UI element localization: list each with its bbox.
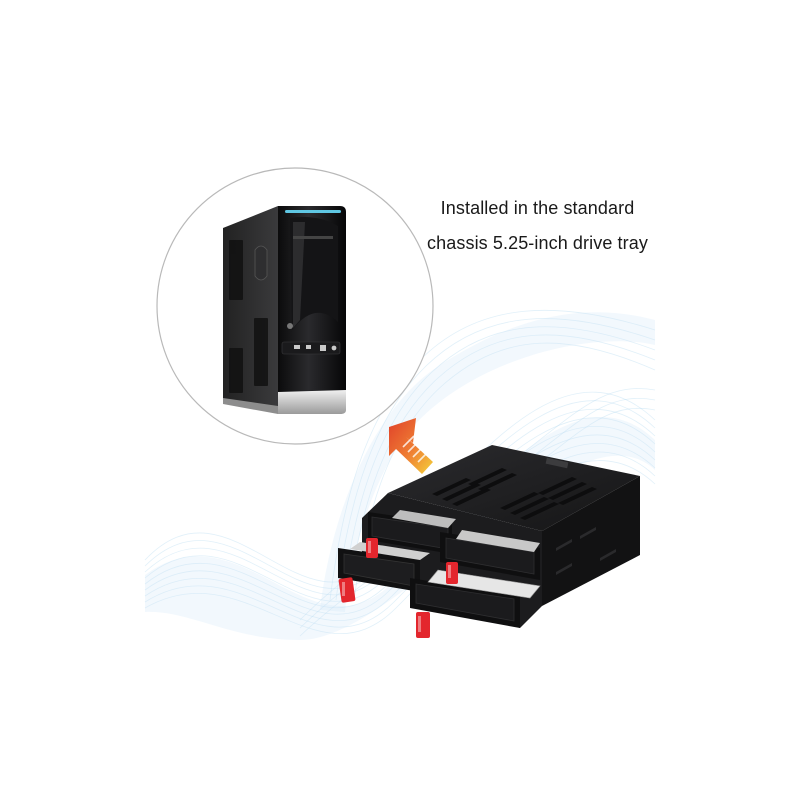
hot-swap-drive-cage-icon: [338, 445, 640, 638]
pc-tower-icon: [223, 206, 346, 414]
drive-bay-upper-right: [440, 530, 540, 580]
caption-line-1: Installed in the standard: [440, 198, 635, 218]
caption-line-2: chassis 5.25-inch drive tray: [427, 233, 648, 253]
up-arrow-icon: [389, 418, 433, 474]
latch-handles: [338, 538, 458, 638]
drive-bay-upper-left: [368, 510, 456, 554]
